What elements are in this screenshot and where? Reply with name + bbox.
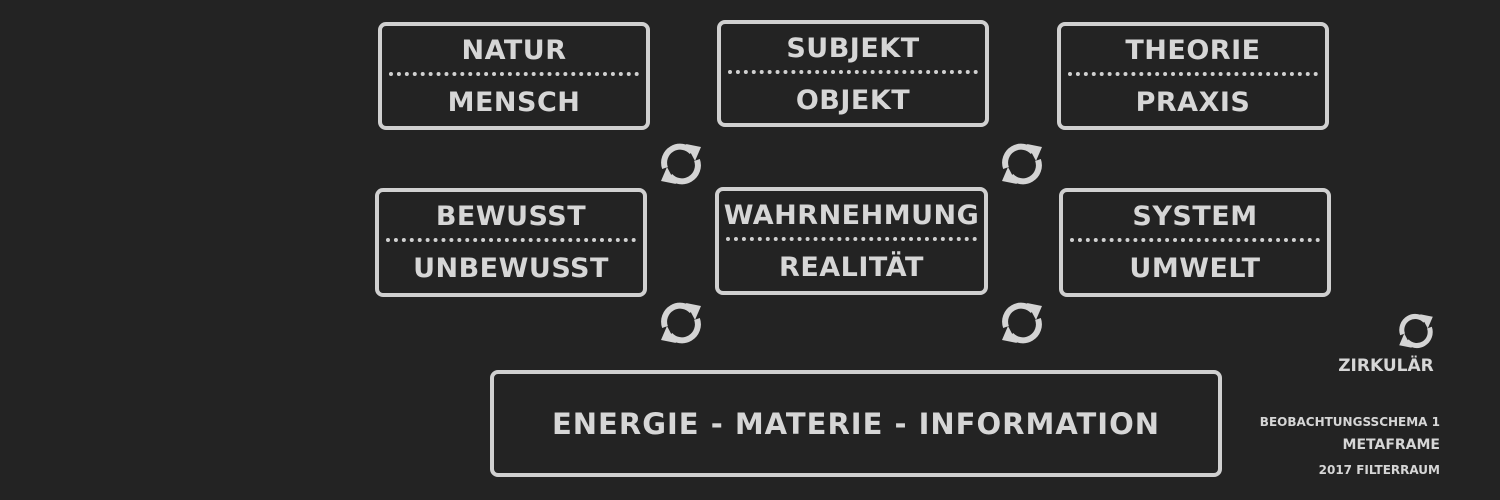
pair-term-bottom: REALITÄT: [779, 252, 924, 283]
pair-term-top: WAHRNEHMUNG: [723, 200, 980, 231]
pair-term-top: BEWUSST: [435, 201, 587, 232]
schema-title: BEOBACHTUNGSSCHEMA 1: [1259, 415, 1440, 429]
pair-box-system-umwelt: SYSTEM UMWELT: [1059, 188, 1331, 297]
circular-arrows-icon: [997, 139, 1047, 189]
pair-box-wahrnehmung-realitaet: WAHRNEHMUNG REALITÄT: [715, 187, 988, 295]
circular-arrows-icon: [656, 298, 706, 348]
pair-term-bottom: UMWELT: [1129, 253, 1261, 284]
legend-label: ZIRKULÄR: [1338, 356, 1434, 376]
copyright-label: 2017 FILTERRAUM: [1318, 463, 1440, 477]
pair-term-bottom: MENSCH: [447, 87, 581, 118]
pair-term-top: SYSTEM: [1132, 201, 1258, 232]
foundation-box: ENERGIE - MATERIE - INFORMATION: [490, 370, 1222, 477]
pair-box-subjekt-objekt: SUBJEKT OBJEKT: [717, 20, 989, 127]
circular-arrows-icon: [997, 298, 1047, 348]
circular-arrows-icon: [1395, 310, 1437, 352]
pair-term-top: NATUR: [461, 35, 567, 66]
pair-box-theorie-praxis: THEORIE PRAXIS: [1057, 22, 1329, 130]
dotted-divider: [1068, 72, 1318, 76]
dotted-divider: [1070, 238, 1320, 242]
pair-term-bottom: UNBEWUSST: [413, 253, 609, 284]
pair-term-bottom: PRAXIS: [1135, 87, 1251, 118]
pair-term-bottom: OBJEKT: [795, 85, 911, 116]
pair-box-bewusst-unbewusst: BEWUSST UNBEWUSST: [375, 188, 647, 297]
dotted-divider: [728, 70, 978, 74]
pair-term-top: THEORIE: [1125, 35, 1261, 66]
metaframe-label: METAFRAME: [1342, 437, 1440, 453]
dotted-divider: [726, 237, 977, 241]
dotted-divider: [389, 72, 639, 76]
circular-arrows-icon: [656, 139, 706, 189]
foundation-label: ENERGIE - MATERIE - INFORMATION: [551, 407, 1161, 441]
pair-box-natur-mensch: NATUR MENSCH: [378, 22, 650, 130]
pair-term-top: SUBJEKT: [786, 33, 920, 64]
dotted-divider: [386, 238, 636, 242]
